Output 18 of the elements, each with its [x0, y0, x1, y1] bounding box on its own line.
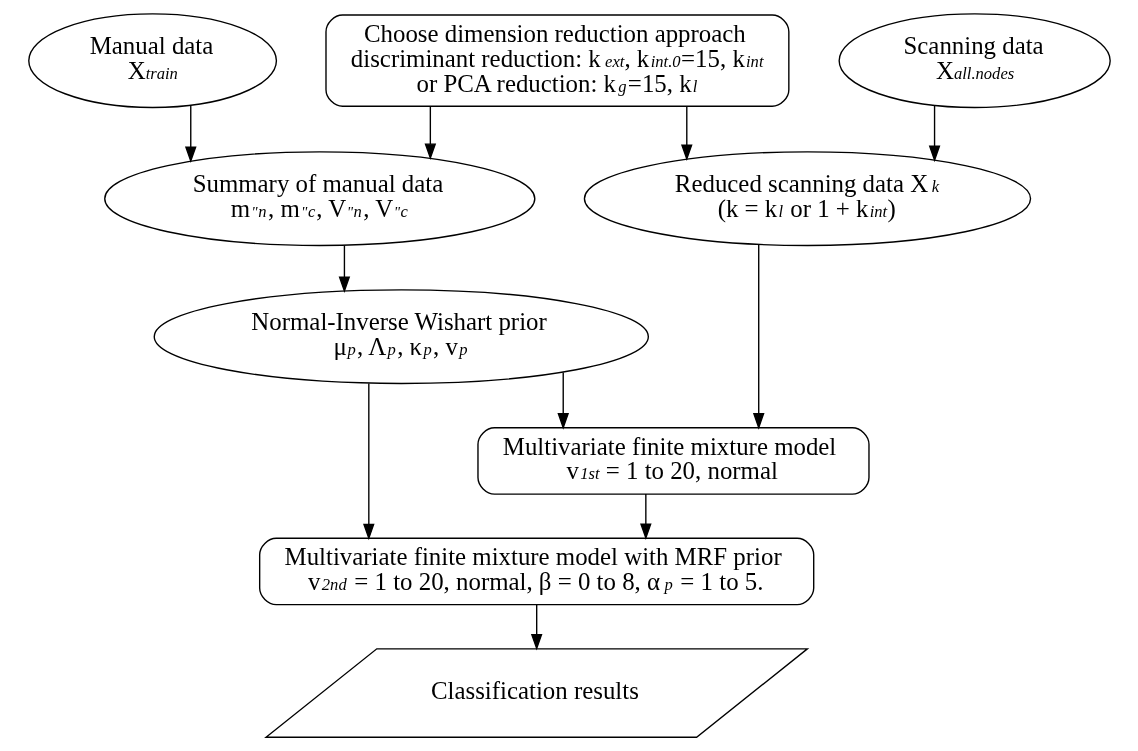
node-ellipse: Manual data Xtrain [27, 13, 277, 109]
node-ellipse: Summary of manual data m"n, m"c, V"n, V"c [103, 151, 535, 247]
node-ellipse: Normal-Inverse Wishart prior μp, Λp, κp, vp [153, 289, 649, 385]
node-box: Multivariate finite mixture model with MRF prior v2nd = 1 to 20, normal, β = 0 to 8, αp = 1 to 5. [258, 537, 814, 606]
node-ellipse: Scanning data Xall.nodes [837, 13, 1111, 109]
arrow [530, 604, 542, 651]
node-box: Multivariate finite mixture model v1st = 1 to 20, normal [476, 427, 870, 495]
arrow [639, 493, 652, 540]
arrow [184, 104, 197, 164]
arrow [362, 382, 375, 541]
arrow [338, 244, 350, 293]
arrow [424, 105, 436, 161]
arrow [928, 104, 940, 163]
arrow [556, 371, 569, 430]
arrow [752, 244, 765, 430]
node-box: Choose dimension reduction approach discriminant reduction: kext, kint.0=15, kint or PCA reduction: kg=15, kl [324, 14, 790, 107]
arrow [680, 105, 693, 161]
node-ellipse: Reduced scanning data Xk (k = kl or 1 + kint) [583, 151, 1031, 247]
